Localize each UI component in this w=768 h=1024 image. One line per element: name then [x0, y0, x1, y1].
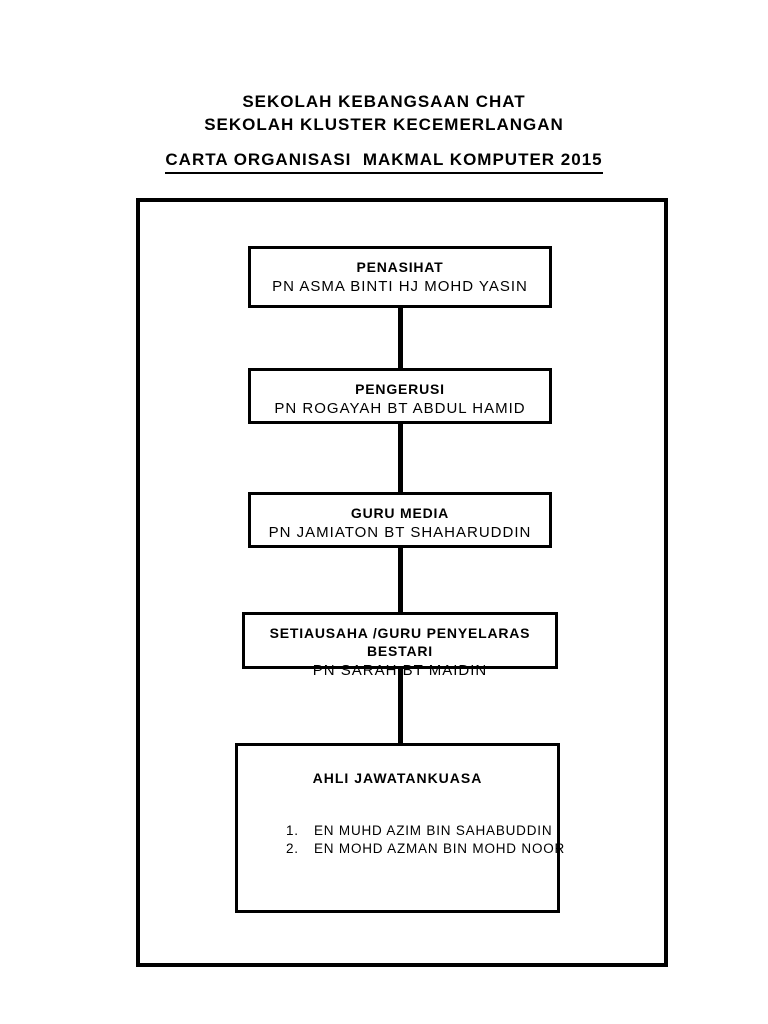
committee-member-list: 1. EN MUHD AZIM BIN SAHABUDDIN 2. EN MOH…	[238, 822, 564, 858]
connector-line-1	[398, 306, 403, 370]
school-subtitle: SEKOLAH KLUSTER KECEMERLANGAN	[204, 115, 564, 134]
chart-title: CARTA ORGANISASI MAKMAL KOMPUTER 2015	[165, 150, 603, 174]
chart-title-row: CARTA ORGANISASI MAKMAL KOMPUTER 2015	[0, 150, 768, 174]
connector-line-4	[398, 667, 403, 745]
node-name-label: PN ROGAYAH BT ABDUL HAMID	[274, 400, 526, 417]
org-node-penasihat: PENASIHAT PN ASMA BINTI HJ MOHD YASIN	[248, 246, 552, 308]
member-name: EN MUHD AZIM BIN SAHABUDDIN	[314, 823, 553, 838]
school-name: SEKOLAH KEBANGSAAN CHAT	[242, 92, 526, 111]
node-name-label: PN JAMIATON BT SHAHARUDDIN	[268, 524, 532, 541]
node-name-label: PN ASMA BINTI HJ MOHD YASIN	[272, 278, 528, 295]
node-role-label: PENGERUSI	[355, 381, 445, 397]
org-node-pengerusi: PENGERUSI PN ROGAYAH BT ABDUL HAMID	[248, 368, 552, 424]
connector-line-3	[398, 546, 403, 614]
committee-member-row: 1. EN MUHD AZIM BIN SAHABUDDIN	[286, 822, 557, 840]
member-name: EN MOHD AZMAN BIN MOHD NOOR	[314, 841, 566, 856]
node-role-label: SETIAUSAHA /GURU PENYELARAS BESTARI	[269, 625, 531, 659]
org-node-setiausaha: SETIAUSAHA /GURU PENYELARAS BESTARI PN S…	[242, 612, 558, 679]
member-number: 1.	[286, 823, 299, 838]
org-node-guru-media: GURU MEDIA PN JAMIATON BT SHAHARUDDIN	[248, 492, 552, 548]
node-role-label: GURU MEDIA	[350, 505, 450, 521]
org-node-ahli-jawatankuasa: AHLI JAWATANKUASA 1. EN MUHD AZIM BIN SA…	[235, 743, 564, 913]
connector-line-2	[398, 422, 403, 494]
node-role-label: PENASIHAT	[356, 259, 444, 275]
document-header: SEKOLAH KEBANGSAAN CHAT SEKOLAH KLUSTER …	[0, 90, 768, 136]
member-number: 2.	[286, 841, 299, 856]
committee-title: AHLI JAWATANKUASA	[312, 770, 483, 786]
node-name-label: PN SARAH BT MAIDIN	[312, 662, 488, 679]
committee-member-row: 2. EN MOHD AZMAN BIN MOHD NOOR	[286, 840, 564, 858]
